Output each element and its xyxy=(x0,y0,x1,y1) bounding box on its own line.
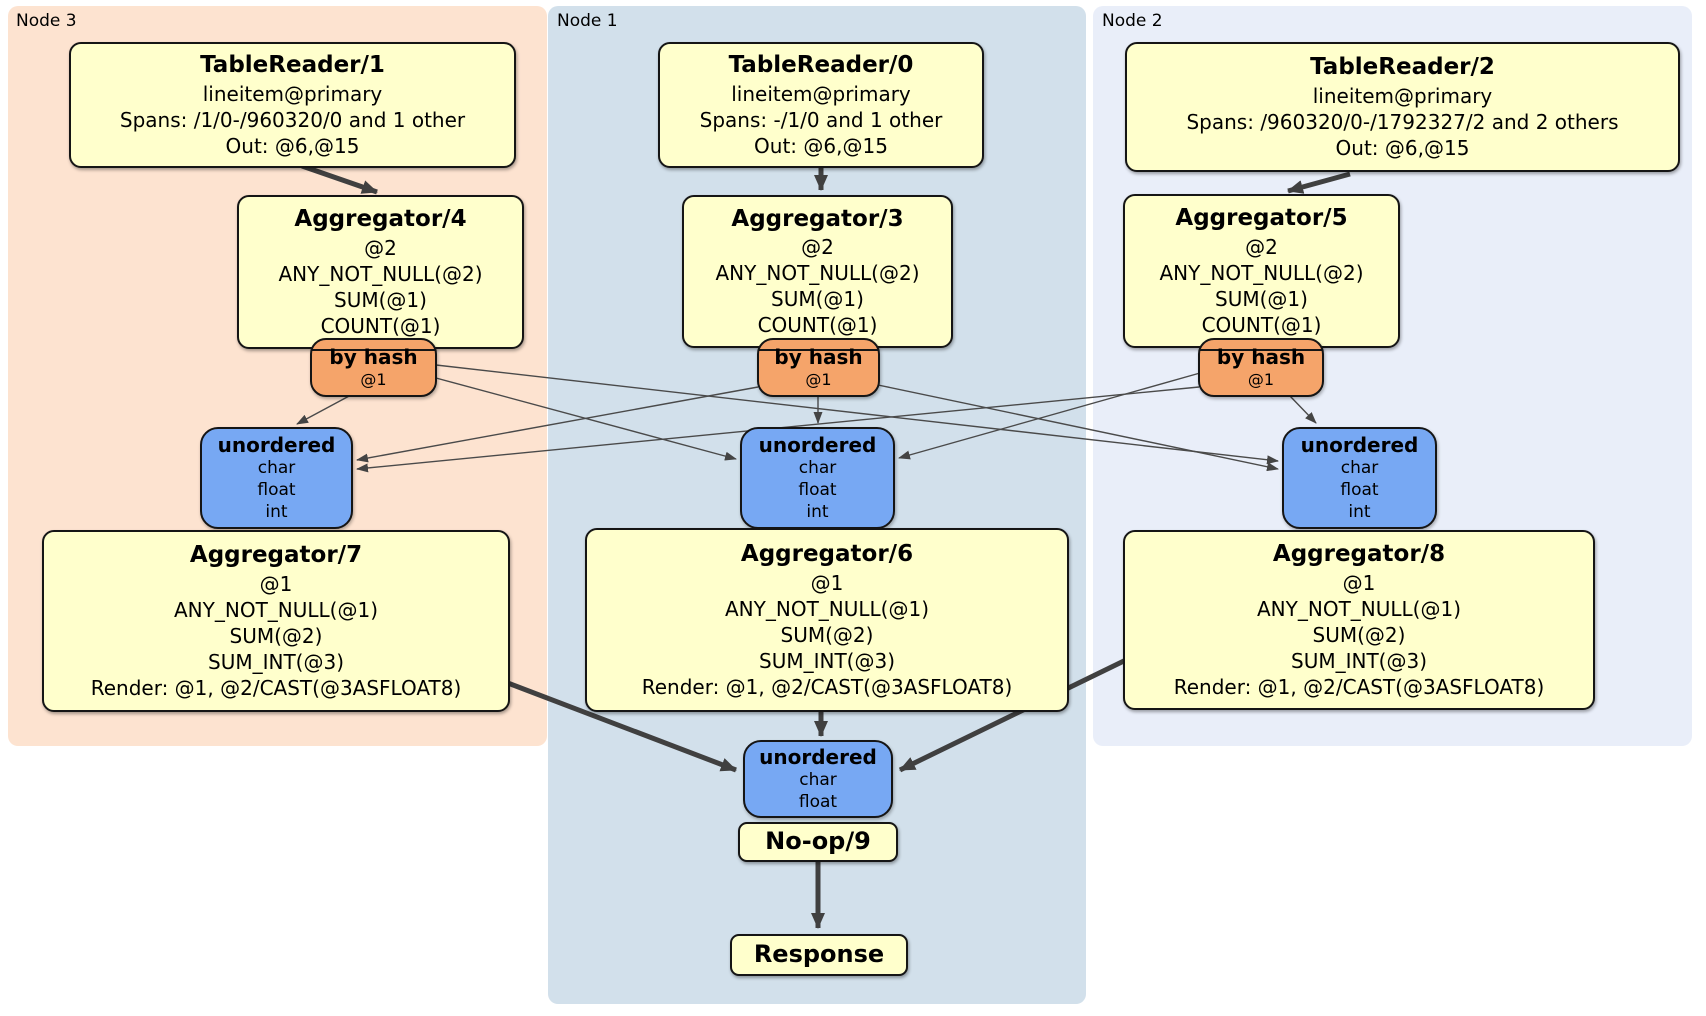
unordered-sync-node2: unordered char float int xyxy=(1282,427,1437,529)
processor-detail: ANY_NOT_NULL(@2) xyxy=(278,261,483,286)
sync-column: float xyxy=(798,792,838,812)
unordered-sync-final: unordered char float xyxy=(743,740,893,818)
processor-detail: @2 xyxy=(1245,234,1278,259)
processor-detail: ANY_NOT_NULL(@2) xyxy=(1159,260,1364,285)
processor-detail: SUM(@1) xyxy=(1215,286,1308,311)
processor-detail: SUM(@1) xyxy=(771,287,864,312)
processor-detail: ANY_NOT_NULL(@1) xyxy=(725,596,929,621)
aggregator-4-box: Aggregator/4 @2 ANY_NOT_NULL(@2) SUM(@1)… xyxy=(237,195,524,349)
table-reader-0-box: TableReader/0 lineitem@primary Spans: -/… xyxy=(658,42,984,168)
processor-detail: lineitem@primary xyxy=(202,81,383,106)
noop-9-box: No-op/9 xyxy=(738,822,898,862)
router-detail: @1 xyxy=(1247,370,1275,390)
processor-detail: Spans: -/1/0 and 1 other xyxy=(699,107,943,132)
processor-detail: @1 xyxy=(1342,570,1376,595)
sync-title: unordered xyxy=(217,433,336,458)
processor-detail: Out: @6,@15 xyxy=(225,133,360,158)
router-title: by hash xyxy=(329,345,418,370)
aggregator-5-box: Aggregator/5 @2 ANY_NOT_NULL(@2) SUM(@1)… xyxy=(1123,194,1400,348)
sync-column: int xyxy=(806,501,829,522)
hash-router-node1: by hash @1 xyxy=(757,338,880,397)
processor-detail: Render: @1, @2/CAST(@3ASFLOAT8) xyxy=(1173,674,1545,699)
aggregator-7-box: Aggregator/7 @1 ANY_NOT_NULL(@1) SUM(@2)… xyxy=(42,530,510,712)
sync-title: unordered xyxy=(759,745,877,770)
processor-detail: lineitem@primary xyxy=(731,81,911,106)
processor-title: Aggregator/7 xyxy=(189,542,363,569)
unordered-sync-node1: unordered char float int xyxy=(740,427,895,529)
router-title: by hash xyxy=(774,345,863,370)
processor-detail: ANY_NOT_NULL(@1) xyxy=(1257,596,1461,621)
processor-detail: ANY_NOT_NULL(@1) xyxy=(174,597,378,622)
table-reader-1-box: TableReader/1 lineitem@primary Spans: /1… xyxy=(69,42,516,168)
aggregator-3-box: Aggregator/3 @2 ANY_NOT_NULL(@2) SUM(@1)… xyxy=(682,195,953,348)
processor-title: Aggregator/3 xyxy=(731,205,904,232)
table-reader-2-box: TableReader/2 lineitem@primary Spans: /9… xyxy=(1125,42,1680,172)
sync-column: float xyxy=(798,480,837,501)
processor-title: No-op/9 xyxy=(765,827,871,856)
processor-detail: Spans: /1/0-/960320/0 and 1 other xyxy=(119,107,466,132)
router-title: by hash xyxy=(1216,345,1306,370)
processor-detail: COUNT(@1) xyxy=(757,313,878,338)
processor-detail: Render: @1, @2/CAST(@3ASFLOAT8) xyxy=(90,675,462,700)
processor-detail: SUM_INT(@3) xyxy=(208,649,344,674)
router-detail: @1 xyxy=(360,370,387,390)
node2-group-label: Node 2 xyxy=(1102,11,1163,31)
processor-detail: @2 xyxy=(801,235,834,260)
node3-group-label: Node 3 xyxy=(16,11,77,31)
response-box: Response xyxy=(730,934,908,976)
sync-column: char xyxy=(1340,458,1379,479)
sync-column: float xyxy=(257,480,296,501)
processor-title: Aggregator/6 xyxy=(740,541,914,568)
processor-detail: COUNT(@1) xyxy=(320,313,441,338)
processor-title: TableReader/1 xyxy=(200,52,385,79)
processor-title: TableReader/0 xyxy=(728,52,914,79)
processor-detail: @2 xyxy=(364,235,397,260)
sync-column: char xyxy=(799,770,837,791)
processor-detail: SUM_INT(@3) xyxy=(1291,648,1427,673)
processor-detail: SUM(@2) xyxy=(229,623,323,648)
processor-detail: SUM_INT(@3) xyxy=(759,648,895,673)
sync-column: float xyxy=(1340,480,1379,501)
node1-group-label: Node 1 xyxy=(557,11,618,31)
sync-column: char xyxy=(257,458,296,479)
processor-detail: SUM(@1) xyxy=(334,287,427,312)
processor-detail: @1 xyxy=(259,571,293,596)
aggregator-6-box: Aggregator/6 @1 ANY_NOT_NULL(@1) SUM(@2)… xyxy=(585,528,1069,712)
processor-title: Response xyxy=(753,940,885,969)
processor-detail: ANY_NOT_NULL(@2) xyxy=(715,261,920,286)
router-detail: @1 xyxy=(805,370,832,390)
processor-detail: @1 xyxy=(810,570,844,595)
sync-title: unordered xyxy=(758,433,877,458)
processor-detail: SUM(@2) xyxy=(780,622,874,647)
sync-column: char xyxy=(798,458,837,479)
processor-detail: Out: @6,@15 xyxy=(1335,135,1470,160)
processor-detail: SUM(@2) xyxy=(1312,622,1406,647)
sync-title: unordered xyxy=(1300,433,1419,458)
processor-title: Aggregator/5 xyxy=(1175,205,1348,232)
aggregator-8-box: Aggregator/8 @1 ANY_NOT_NULL(@1) SUM(@2)… xyxy=(1123,530,1595,710)
processor-detail: lineitem@primary xyxy=(1312,83,1493,108)
processor-detail: Render: @1, @2/CAST(@3ASFLOAT8) xyxy=(641,674,1013,699)
processor-title: TableReader/2 xyxy=(1310,54,1495,81)
processor-detail: Spans: /960320/0-/1792327/2 and 2 others xyxy=(1186,109,1619,134)
processor-title: Aggregator/4 xyxy=(294,206,467,233)
processor-detail: COUNT(@1) xyxy=(1201,312,1322,337)
unordered-sync-node3: unordered char float int xyxy=(200,427,353,529)
sync-column: int xyxy=(265,501,288,522)
processor-title: Aggregator/8 xyxy=(1272,541,1446,568)
hash-router-node3: by hash @1 xyxy=(310,338,437,397)
hash-router-node2: by hash @1 xyxy=(1198,338,1324,397)
sync-column: int xyxy=(1348,501,1371,522)
processor-detail: Out: @6,@15 xyxy=(754,133,888,158)
